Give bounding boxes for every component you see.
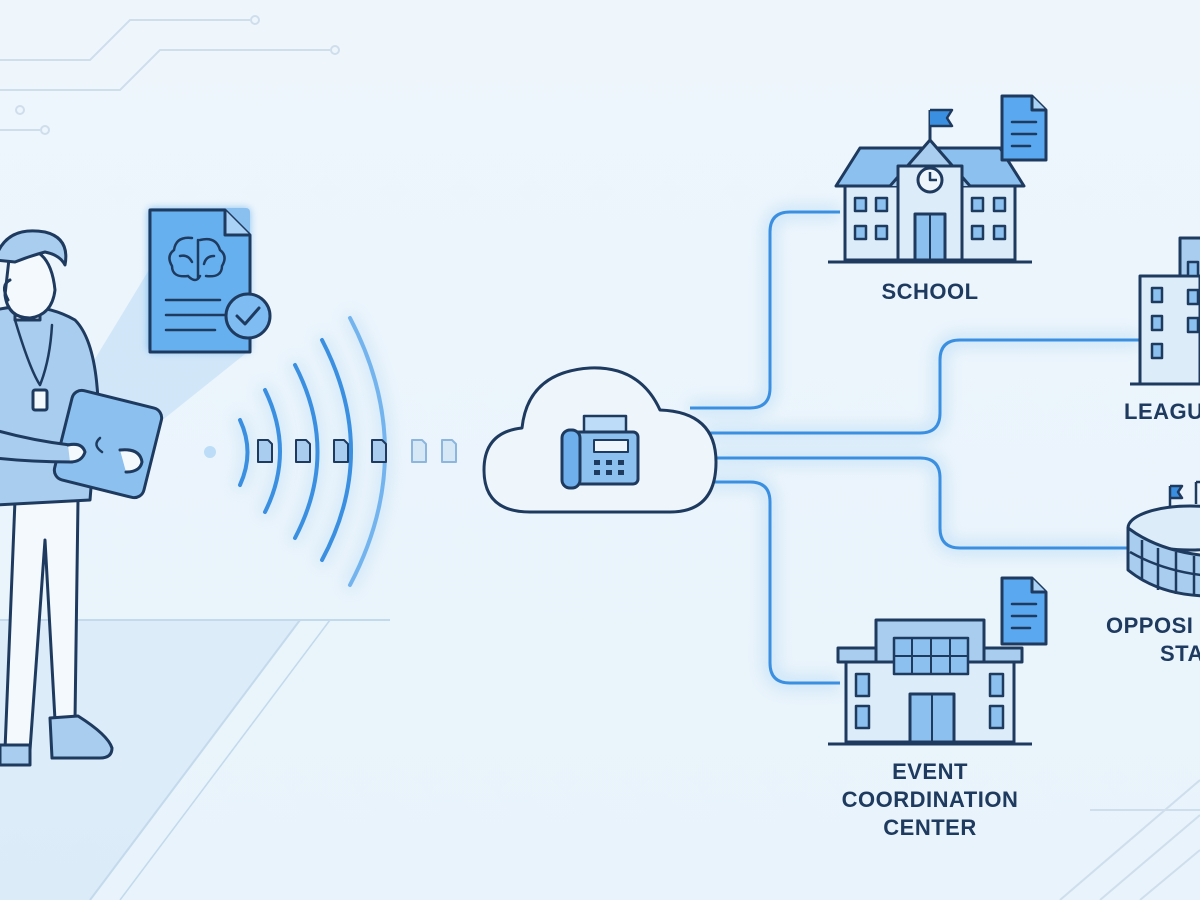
event-center-building-icon [828, 618, 1032, 746]
data-packets [257, 439, 457, 463]
stadium-icon [1126, 480, 1200, 598]
school-label-text: SCHOOL [881, 279, 979, 304]
school-building-icon [828, 108, 1032, 264]
event-label: EVENT COORDINATION CENTER [830, 758, 1030, 842]
opposing-label-line2: STA [1160, 641, 1200, 666]
event-label-line3: CENTER [883, 815, 977, 840]
circuit-decoration [0, 15, 1200, 900]
cloud-fax-icon [482, 366, 718, 514]
opposing-label-line1: OPPOSI [1106, 613, 1194, 638]
connection-lines [690, 207, 1140, 688]
league-label-text: LEAGU [1124, 399, 1200, 424]
office-building-icon [1130, 236, 1200, 386]
event-label-line1: EVENT [892, 759, 968, 784]
opposing-label: OPPOSI STA [1106, 612, 1200, 668]
document-icon [1000, 576, 1048, 646]
school-label: SCHOOL [870, 278, 990, 306]
document-icon [1000, 94, 1048, 162]
brain-document-check-icon [148, 208, 272, 354]
event-label-line2: COORDINATION [841, 787, 1019, 812]
league-label: LEAGU [1124, 398, 1200, 426]
